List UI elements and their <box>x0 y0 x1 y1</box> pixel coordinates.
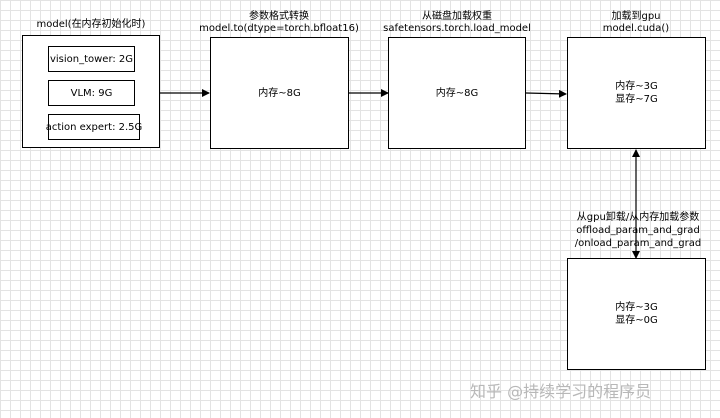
gpu-title-line2: model.cuda() <box>602 23 670 34</box>
offload-label-line1: 从gpu卸载/从内存加载参数 <box>576 212 700 223</box>
offload-label-line2: offload_param_and_grad <box>576 225 700 236</box>
load-box: 内存~8G <box>388 37 526 149</box>
model-box-title: model(在内存初始化时) <box>36 19 146 30</box>
watermark: 知乎 @持续学习的程序员 <box>470 382 652 401</box>
vlm-item: VLM: 9G <box>48 80 135 106</box>
load-memory: 内存~8G <box>435 87 479 99</box>
gpu-box-title: 加载到gpu model.cuda() <box>603 11 669 35</box>
convert-box: 内存~8G <box>210 37 349 149</box>
load-box-title: 从磁盘加载权重 safetensors.torch.load_model <box>383 11 531 35</box>
gpu-memory: 内存~3G <box>615 81 658 92</box>
offload-vram: 显存~0G <box>615 315 658 326</box>
convert-title-line1: 参数格式转换 <box>249 11 309 22</box>
action-expert-item: action expert: 2.5G <box>46 114 142 140</box>
offload-box: 内存~3G 显存~0G <box>567 258 706 370</box>
vision-tower-item: vision_tower: 2G <box>48 46 135 72</box>
convert-memory: 内存~8G <box>258 87 301 99</box>
gpu-box: 内存~3G 显存~7G <box>567 37 706 149</box>
offload-label-line3: /onload_param_and_grad <box>574 238 702 249</box>
gpu-vram: 显存~7G <box>615 94 658 105</box>
load-title-line1: 从磁盘加载权重 <box>422 11 492 22</box>
convert-box-title: 参数格式转换 model.to(dtype=torch.bfloat16) <box>199 11 359 35</box>
offload-memory: 内存~3G <box>615 302 658 313</box>
offload-label: 从gpu卸载/从内存加载参数 offload_param_and_grad /o… <box>575 211 701 250</box>
gpu-title-line1: 加载到gpu <box>611 11 661 22</box>
convert-title-line2: model.to(dtype=torch.bfloat16) <box>199 23 359 34</box>
load-title-line2: safetensors.torch.load_model <box>383 23 531 34</box>
arrow-load-to-gpu <box>525 89 567 98</box>
